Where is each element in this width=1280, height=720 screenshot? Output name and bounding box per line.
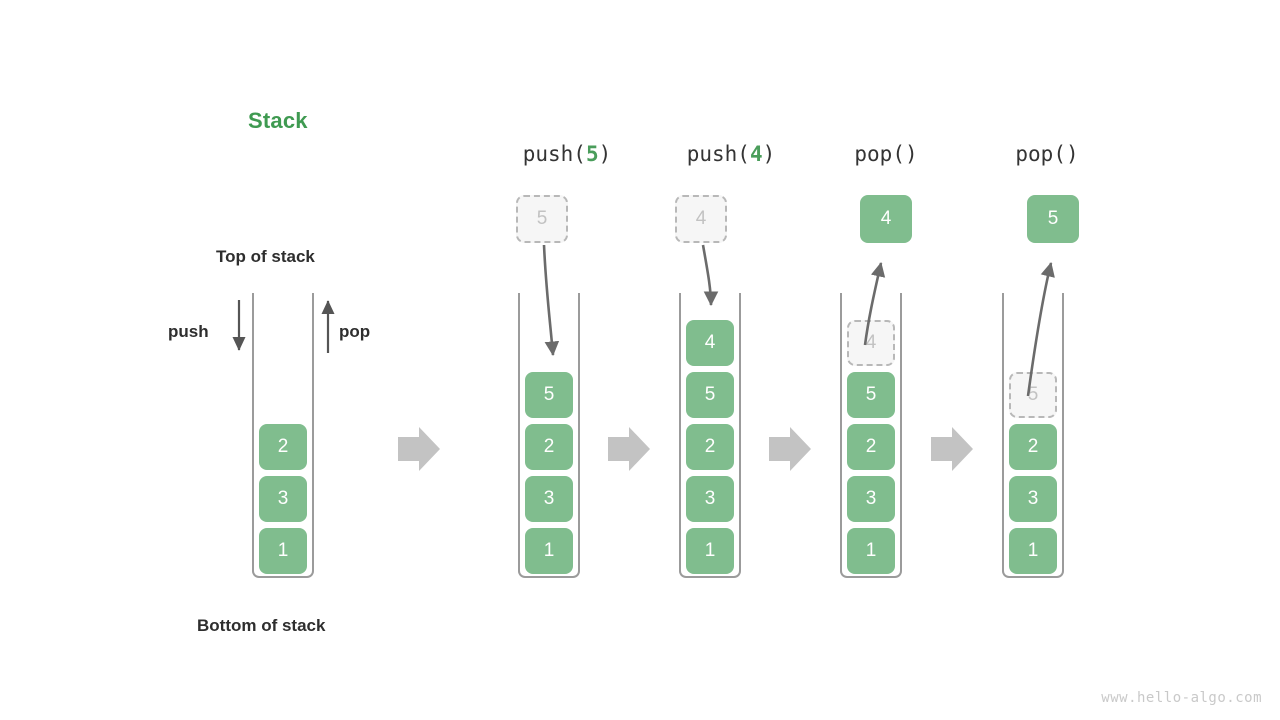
stack-cell: 5 <box>686 372 734 418</box>
op-header-text: push( <box>522 142 586 166</box>
transition-arrow-icon <box>398 427 440 471</box>
page-title: Stack <box>248 108 308 133</box>
op-header-text: pop() <box>1015 142 1079 166</box>
floating-popped-cell: 4 <box>860 195 912 243</box>
op-header-suffix: ) <box>598 142 612 166</box>
stack-cell: 3 <box>525 476 573 522</box>
stack-container-push-5 <box>518 293 580 578</box>
op-header-arg: 4 <box>749 142 763 166</box>
op-header-text: push( <box>686 142 750 166</box>
stack-cell: 2 <box>525 424 573 470</box>
stack-container-push-4 <box>679 293 741 578</box>
op-header-pop-2: pop() <box>967 142 1127 166</box>
op-header-push-5: push(5) <box>487 142 647 166</box>
stack-cell: 3 <box>1009 476 1057 522</box>
stack-cell: 2 <box>1009 424 1057 470</box>
stack-ghost-cell: 4 <box>847 320 895 366</box>
stack-cell: 1 <box>259 528 307 574</box>
stack-cell: 5 <box>525 372 573 418</box>
stack-cell: 1 <box>525 528 573 574</box>
stack-cell: 1 <box>1009 528 1057 574</box>
stack-cell: 2 <box>686 424 734 470</box>
transition-arrow-icon <box>931 427 973 471</box>
floating-ghost-cell: 5 <box>516 195 568 243</box>
op-header-suffix: ) <box>762 142 776 166</box>
stack-cell: 3 <box>259 476 307 522</box>
stack-container-pop-2 <box>1002 293 1064 578</box>
stack-cell: 3 <box>686 476 734 522</box>
stack-cell: 1 <box>847 528 895 574</box>
stack-cell: 2 <box>259 424 307 470</box>
stack-cell: 2 <box>847 424 895 470</box>
label-pop: pop <box>339 322 371 341</box>
stack-cell: 4 <box>686 320 734 366</box>
op-header-text: pop() <box>854 142 918 166</box>
stack-ghost-cell: 5 <box>1009 372 1057 418</box>
transition-arrow-icon <box>769 427 811 471</box>
stack-cell: 3 <box>847 476 895 522</box>
floating-popped-cell: 5 <box>1027 195 1079 243</box>
stack-container-initial <box>252 293 314 578</box>
transition-arrow-icon <box>608 427 650 471</box>
floating-ghost-cell: 4 <box>675 195 727 243</box>
stack-container-pop-1 <box>840 293 902 578</box>
label-top-of-stack: Top of stack <box>216 247 315 266</box>
watermark: www.hello-algo.com <box>1101 690 1262 706</box>
stack-cell: 5 <box>847 372 895 418</box>
op-header-arg: 5 <box>585 142 599 166</box>
label-bottom-of-stack: Bottom of stack <box>197 616 326 635</box>
op-header-push-4: push(4) <box>651 142 811 166</box>
op-header-pop-1: pop() <box>806 142 966 166</box>
stack-cell: 1 <box>686 528 734 574</box>
label-push: push <box>168 322 209 341</box>
